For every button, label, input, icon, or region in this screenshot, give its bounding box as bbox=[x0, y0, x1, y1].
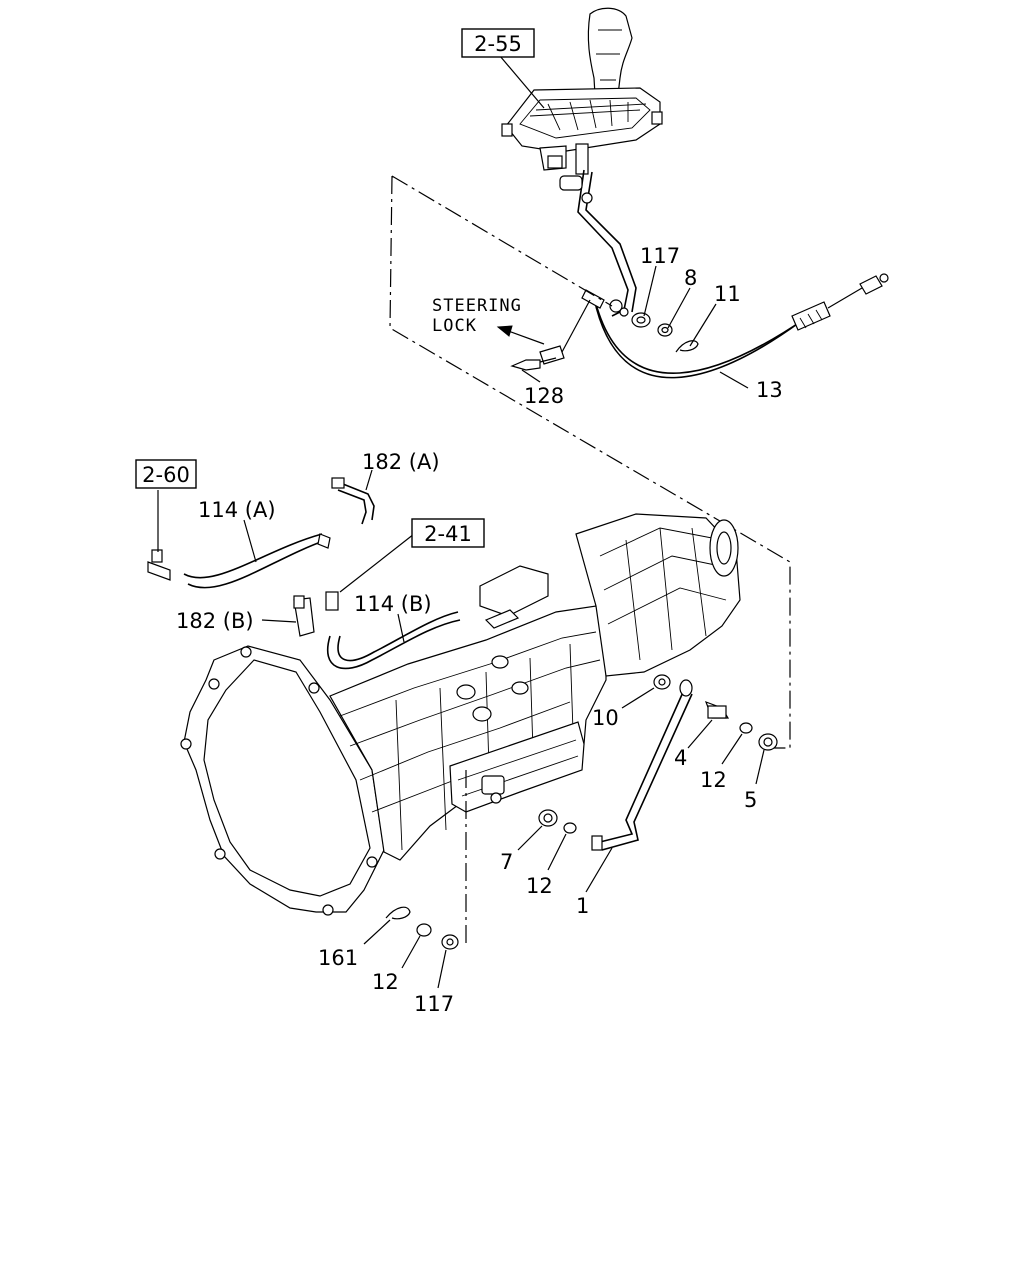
part-label-182b: 182 (B) bbox=[176, 609, 254, 633]
part-label-117-lower: 117 bbox=[414, 992, 454, 1016]
assembly-leader-line bbox=[389, 175, 791, 749]
washer-12-right bbox=[739, 722, 753, 734]
leader-lines bbox=[157, 55, 765, 989]
steering-lock-note-line1: STEERING bbox=[432, 296, 522, 316]
tee-fitting bbox=[147, 549, 171, 581]
washer-117-upper bbox=[631, 312, 651, 328]
part-label-114b: 114 (B) bbox=[354, 592, 432, 616]
ref-box-2-41: 2-41 bbox=[411, 518, 485, 548]
pin-128 bbox=[510, 357, 557, 371]
shift-lever-assembly bbox=[501, 7, 663, 317]
shift-cable bbox=[539, 273, 889, 379]
transmission-housing bbox=[180, 513, 741, 948]
bracket-182b bbox=[293, 591, 339, 637]
part-label-8: 8 bbox=[684, 266, 697, 290]
part-label-13: 13 bbox=[756, 378, 783, 402]
part-label-1: 1 bbox=[576, 894, 589, 918]
part-label-182a: 182 (A) bbox=[362, 450, 440, 474]
washer-12-mid bbox=[563, 822, 577, 834]
washer-12-lower bbox=[416, 923, 432, 937]
steering-lock-arrow-icon bbox=[496, 325, 545, 345]
part-label-161: 161 bbox=[318, 946, 358, 970]
bushing-5 bbox=[758, 733, 778, 751]
part-label-117-upper: 117 bbox=[640, 244, 680, 268]
hose-182a bbox=[331, 477, 375, 525]
washer-8 bbox=[657, 323, 673, 337]
part-label-128: 128 bbox=[524, 384, 564, 408]
svg-text:2-55: 2-55 bbox=[474, 32, 522, 56]
part-label-12-right: 12 bbox=[700, 768, 727, 792]
part-label-12-mid: 12 bbox=[526, 874, 553, 898]
bushing-7 bbox=[538, 809, 558, 827]
ref-box-2-60: 2-60 bbox=[135, 459, 197, 489]
ref-box-2-55: 2-55 bbox=[461, 28, 535, 58]
clip-11 bbox=[675, 340, 699, 353]
washer-117-lower bbox=[441, 934, 459, 950]
part-label-4: 4 bbox=[674, 746, 687, 770]
hose-114a bbox=[183, 533, 331, 589]
clip-161 bbox=[385, 906, 411, 920]
nut-10 bbox=[653, 674, 671, 690]
svg-text:2-60: 2-60 bbox=[142, 463, 190, 487]
steering-lock-note-line2: LOCK bbox=[432, 316, 477, 336]
shift-lever-1 bbox=[591, 679, 693, 851]
part-label-7: 7 bbox=[500, 850, 513, 874]
part-label-12-lower: 12 bbox=[372, 970, 399, 994]
part-label-5: 5 bbox=[744, 788, 757, 812]
hose-114b bbox=[327, 611, 461, 670]
part-label-114a: 114 (A) bbox=[198, 498, 276, 522]
svg-text:2-41: 2-41 bbox=[424, 522, 472, 546]
part-label-10: 10 bbox=[592, 706, 619, 730]
bolt-4 bbox=[704, 700, 730, 719]
part-label-11: 11 bbox=[714, 282, 741, 306]
